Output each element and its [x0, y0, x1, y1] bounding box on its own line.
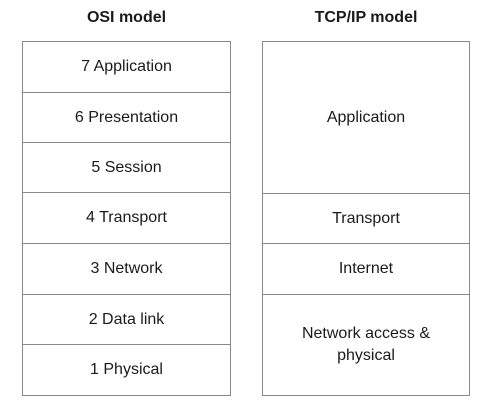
osi-layer-network: 3 Network	[23, 244, 230, 295]
tcpip-layer-internet: Internet	[263, 244, 469, 295]
osi-model-title: OSI model	[86, 9, 167, 26]
osi-layer-presentation: 6 Presentation	[23, 93, 230, 143]
tcpip-layer-stack: Application Transport Internet Network a…	[262, 41, 470, 396]
tcpip-layer-network-access-physical: Network access & physical	[301, 325, 431, 364]
osi-layer-application: 7 Application	[23, 42, 230, 93]
osi-layer-data-link: 2 Data link	[23, 295, 230, 345]
tcpip-model-title: TCP/IP model	[314, 9, 418, 26]
tcpip-layer-application: Application	[263, 42, 469, 194]
tcpip-layer-transport: Transport	[263, 194, 469, 244]
osi-layer-stack: 7 Application 6 Presentation 5 Session 4…	[22, 41, 231, 396]
osi-layer-session: 5 Session	[23, 143, 230, 193]
osi-layer-physical: 1 Physical	[90, 361, 163, 378]
osi-layer-transport: 4 Transport	[23, 193, 230, 244]
